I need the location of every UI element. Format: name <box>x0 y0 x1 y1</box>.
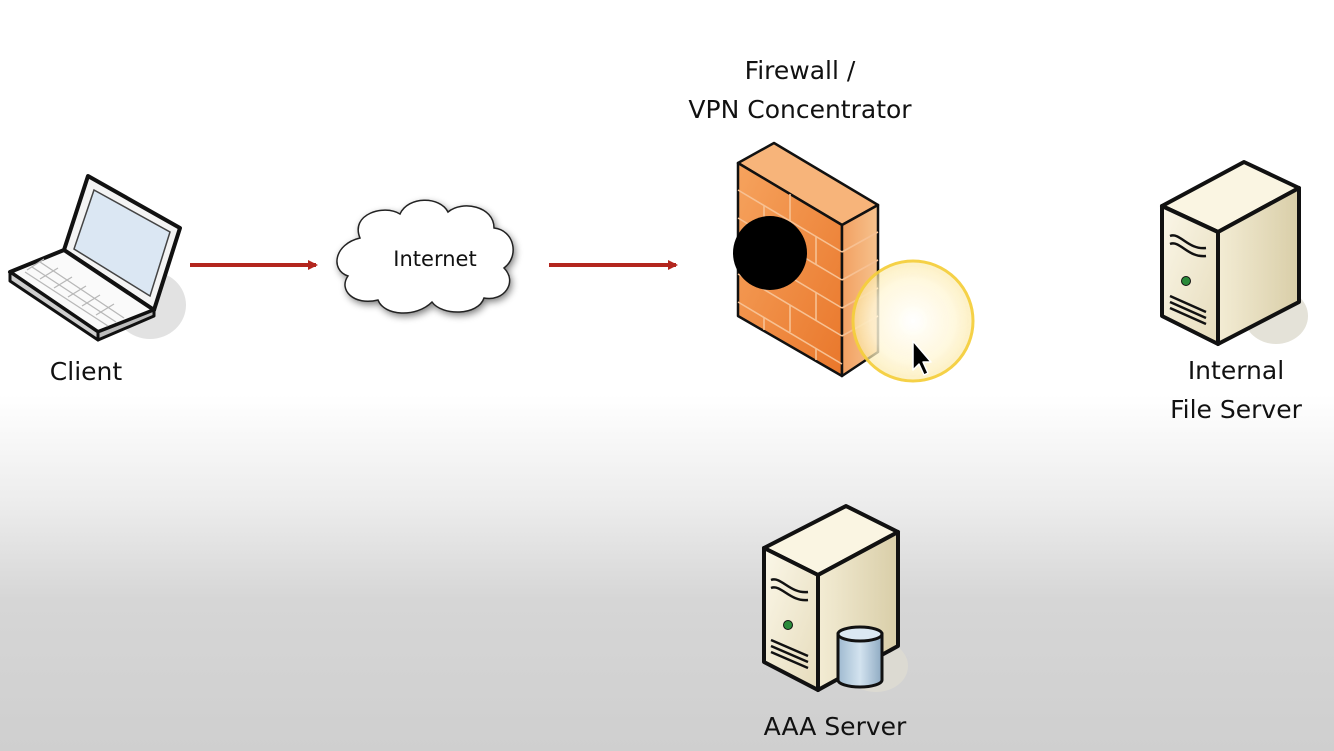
file-server-icon <box>1160 160 1308 346</box>
firewall-label: Firewall / VPN Concentrator <box>650 51 950 129</box>
file-server-label-line2: File Server <box>1170 395 1302 424</box>
internet-label: Internet <box>393 247 477 271</box>
firewall-label-line2: VPN Concentrator <box>688 95 912 124</box>
cursor-highlight <box>851 259 975 383</box>
aaa-server-label: AAA Server <box>735 707 935 746</box>
file-server-label: Internal File Server <box>1136 351 1334 429</box>
database-icon <box>836 625 884 689</box>
aaa-server-icon <box>762 504 908 692</box>
cloud-icon <box>336 199 516 317</box>
file-server-label-line1: Internal <box>1187 356 1285 385</box>
client-label: Client <box>16 352 156 391</box>
aaa-server-label-text: AAA Server <box>763 712 907 741</box>
black-dot-marker <box>733 216 807 290</box>
client-label-text: Client <box>49 357 123 386</box>
laptop-icon <box>8 174 186 342</box>
mouse-pointer-icon <box>912 340 932 376</box>
firewall-label-line1: Firewall / <box>744 56 856 85</box>
